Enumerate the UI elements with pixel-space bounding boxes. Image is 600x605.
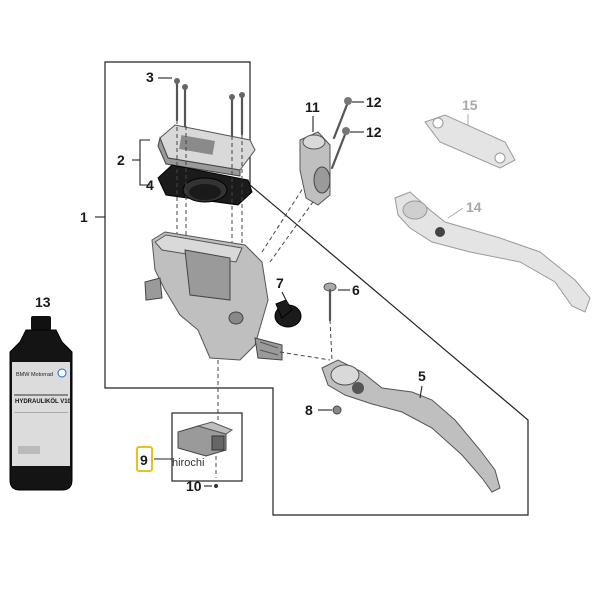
oil-bottle-13 <box>9 316 73 491</box>
bracket-2-4 <box>139 139 150 186</box>
bracket-15 <box>424 114 516 169</box>
membrane-4 <box>157 164 253 206</box>
lever-14 <box>394 191 591 313</box>
screw-6 <box>323 282 337 322</box>
screws-3 <box>174 78 245 138</box>
brake-switch-9 <box>177 421 234 457</box>
callout-3[interactable]: 3 <box>146 69 154 85</box>
screws-12 <box>330 97 352 170</box>
callout-9-highlight <box>136 446 153 472</box>
callout-4[interactable]: 4 <box>146 177 154 193</box>
watermark: hirochi <box>172 457 204 469</box>
callout-13[interactable]: 13 <box>35 294 51 310</box>
callout-7[interactable]: 7 <box>276 275 284 291</box>
callout-14[interactable]: 14 <box>466 199 482 215</box>
switch-frame <box>171 412 243 482</box>
callout-11[interactable]: 11 <box>305 99 320 115</box>
clamp-11 <box>299 131 331 206</box>
callout-9[interactable]: 9 <box>140 452 148 468</box>
master-cylinder-body <box>144 231 283 361</box>
callout-5[interactable]: 5 <box>418 368 426 384</box>
callout-6[interactable]: 6 <box>352 282 360 298</box>
callout-10[interactable]: 10 <box>186 478 202 494</box>
callout-1[interactable]: 1 <box>80 209 88 225</box>
callout-2[interactable]: 2 <box>117 152 125 168</box>
assembly-frame <box>104 61 529 516</box>
callout-12a[interactable]: 12 <box>366 94 382 110</box>
callout-8[interactable]: 8 <box>305 402 313 418</box>
bottle-brand: BMW Motorrad <box>16 372 53 378</box>
callout-12b[interactable]: 12 <box>366 124 382 140</box>
plug-7 <box>274 299 302 328</box>
bottle-product: HYDRAULIKÖL V10 <box>15 398 72 405</box>
screw-8 <box>332 405 342 415</box>
callout-15[interactable]: 15 <box>462 97 478 113</box>
lever-5 <box>321 359 501 493</box>
